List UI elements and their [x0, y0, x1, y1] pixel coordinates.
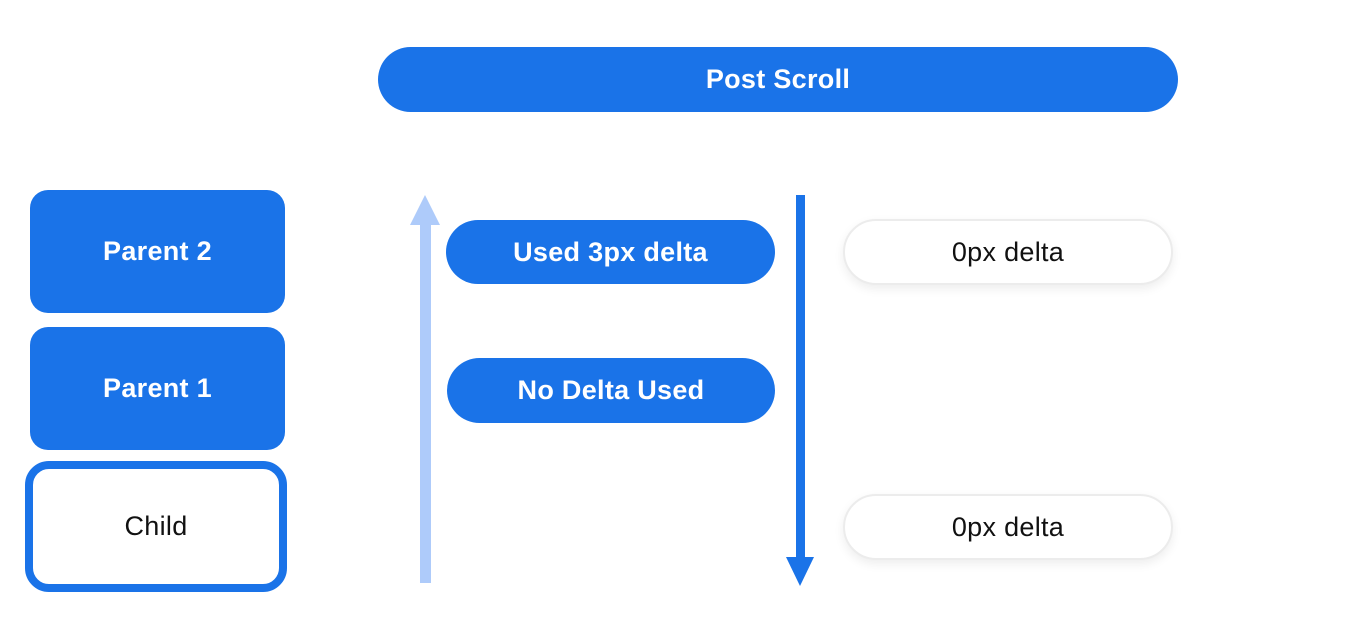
post-scroll-banner-label: Post Scroll: [705, 64, 851, 94]
zero-px-delta-bottom-label: 0px delta: [951, 511, 1065, 542]
post-scroll-banner: Post Scroll: [378, 47, 1178, 112]
child-box: Child: [25, 461, 287, 592]
zero-px-delta-top-label: 0px delta: [951, 236, 1065, 267]
parent-1-label: Parent 1: [103, 373, 212, 403]
up-arrow-shaft: [420, 224, 431, 583]
no-delta-used-label: No Delta Used: [517, 375, 705, 405]
parent-2-box: Parent 2: [30, 190, 285, 313]
used-3px-delta-label: Used 3px delta: [513, 236, 708, 267]
parent-2-label: Parent 2: [103, 236, 212, 266]
parent-1-box: Parent 1: [30, 327, 285, 450]
down-arrow-shaft: [796, 195, 805, 559]
down-arrow-head: [786, 557, 814, 586]
used-3px-delta-pill: Used 3px delta: [446, 220, 775, 284]
up-arrow-head: [410, 195, 440, 225]
zero-px-delta-bottom-pill: 0px delta: [843, 494, 1173, 560]
child-label: Child: [124, 511, 188, 541]
no-delta-used-pill: No Delta Used: [447, 358, 775, 423]
zero-px-delta-top-pill: 0px delta: [843, 219, 1173, 285]
